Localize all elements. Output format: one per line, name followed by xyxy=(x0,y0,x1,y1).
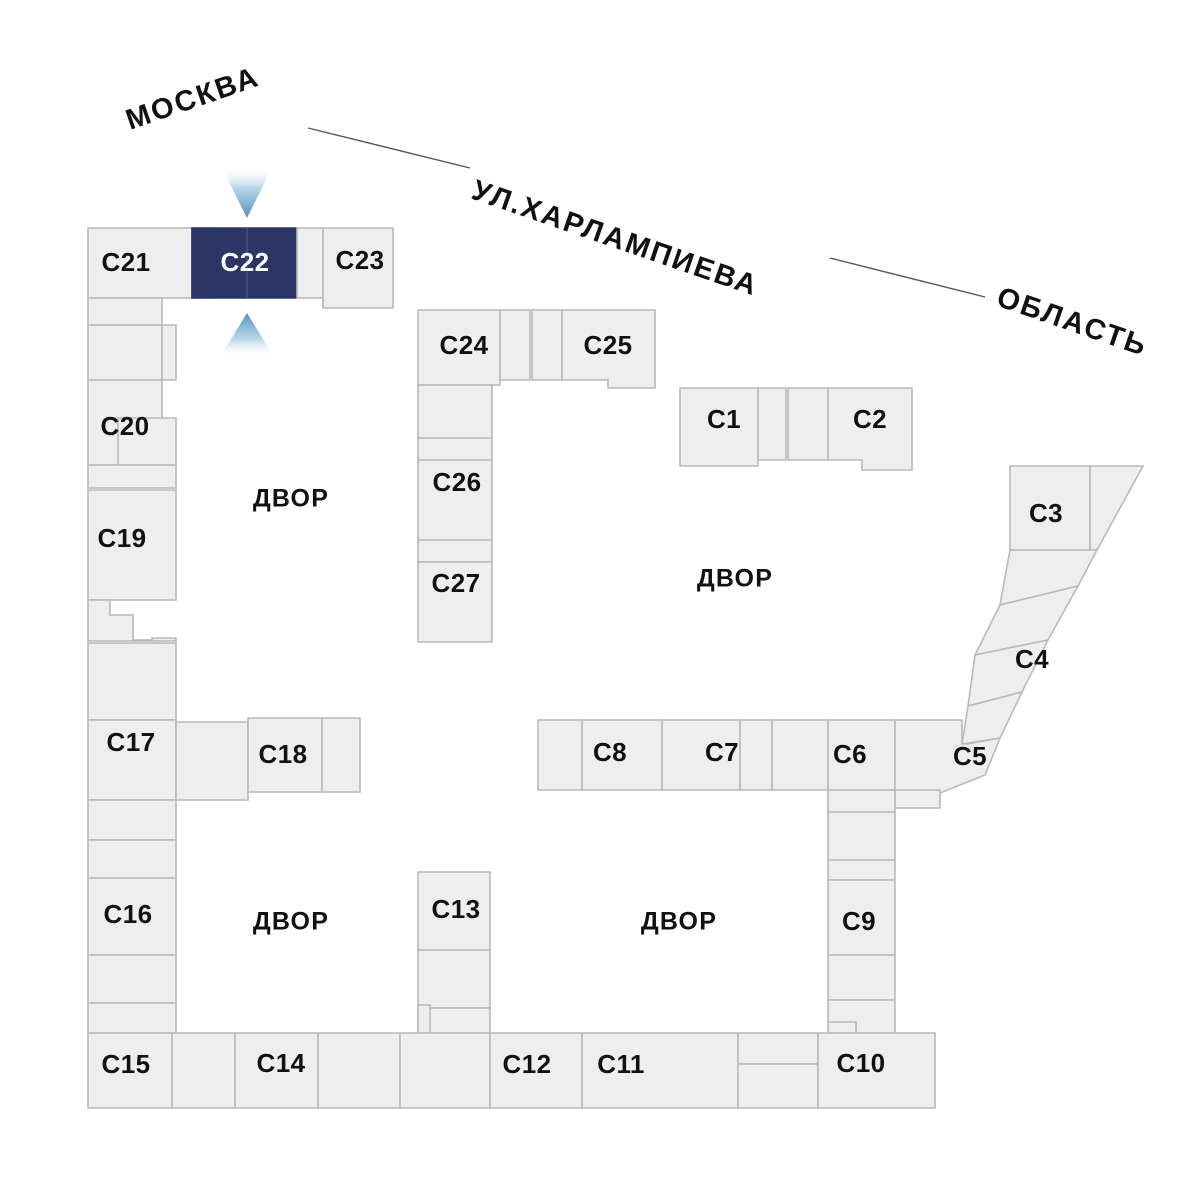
label-C2: C2 xyxy=(853,404,887,434)
label-C6: C6 xyxy=(833,739,867,769)
label-C22: C22 xyxy=(221,247,270,277)
yard-label-northwest: ДВОР xyxy=(253,485,329,513)
building-C2[interactable] xyxy=(827,387,913,471)
building-C26-north[interactable] xyxy=(417,384,493,439)
building-C8-west-wing[interactable] xyxy=(537,719,583,791)
building-C9-north-a[interactable] xyxy=(827,789,896,813)
label-C11: C11 xyxy=(597,1049,644,1079)
building-C7-east-wing[interactable] xyxy=(739,719,773,791)
label-C19: C19 xyxy=(98,523,147,553)
building-C20-north-b[interactable] xyxy=(87,324,163,381)
label-C17: C17 xyxy=(107,727,156,757)
label-C10: C10 xyxy=(837,1048,886,1078)
building-C27[interactable] xyxy=(417,561,493,643)
label-C8: C8 xyxy=(593,737,627,767)
label-C5: C5 xyxy=(953,741,987,771)
building-C16-south-a[interactable] xyxy=(87,954,177,1004)
building-C24[interactable] xyxy=(417,309,501,386)
building-C1[interactable] xyxy=(679,387,759,467)
building-C16-south-b[interactable] xyxy=(87,1002,177,1034)
label-C7: C7 xyxy=(705,737,739,767)
building-C19-step[interactable] xyxy=(87,599,177,642)
leader-line-moskva xyxy=(307,127,471,169)
building-C13-south[interactable] xyxy=(417,949,491,1009)
building-C27-north-strip[interactable] xyxy=(417,539,493,563)
label-C25: C25 xyxy=(584,330,633,360)
building-C20-south-strip[interactable] xyxy=(87,464,177,489)
building-C14-east-wing[interactable] xyxy=(317,1032,401,1109)
building-C11-east-wing-a[interactable] xyxy=(737,1032,819,1065)
building-C10[interactable] xyxy=(817,1032,936,1109)
building-C20-north-wing[interactable] xyxy=(161,324,177,381)
label-C26: C26 xyxy=(433,467,482,497)
building-C2-west-wing[interactable] xyxy=(787,387,829,461)
building-C13-foot-notch[interactable] xyxy=(417,1004,431,1034)
building-C19[interactable] xyxy=(87,489,177,601)
building-C26-north-strip[interactable] xyxy=(417,437,493,461)
label-C13: C13 xyxy=(432,894,481,924)
label-C24: C24 xyxy=(440,330,489,360)
building-C24-east-wing[interactable] xyxy=(499,309,531,381)
building-C5-south-notch[interactable] xyxy=(894,789,941,809)
building-C11-east-wing-b[interactable] xyxy=(737,1063,819,1109)
building-C9-north-strip[interactable] xyxy=(827,859,896,881)
label-C3: C3 xyxy=(1029,498,1063,528)
building-C9-north-b[interactable] xyxy=(827,811,896,861)
building-C12-west[interactable] xyxy=(399,1032,491,1109)
building-C23[interactable] xyxy=(322,227,394,309)
label-C4: C4 xyxy=(1015,644,1049,674)
label-C14: C14 xyxy=(257,1048,306,1078)
label-C16: C16 xyxy=(104,899,153,929)
yard-label-southeast: ДВОР xyxy=(641,908,717,936)
label-C18: C18 xyxy=(259,739,308,769)
building-C16-north-a[interactable] xyxy=(87,799,177,841)
building-C20-north-a[interactable] xyxy=(87,297,163,326)
leader-line-oblast xyxy=(829,257,986,298)
yard-label-northeast: ДВОР xyxy=(697,565,773,593)
building-C1-east-wing[interactable] xyxy=(757,387,787,461)
label-C1: C1 xyxy=(707,404,741,434)
triangle-up-icon xyxy=(220,313,274,357)
building-C9-south-a[interactable] xyxy=(827,954,896,1001)
building-C22-east-wing[interactable] xyxy=(296,227,324,299)
yard-label-southwest: ДВОР xyxy=(253,908,329,936)
triangle-down-icon xyxy=(222,168,272,218)
label-C15: C15 xyxy=(102,1049,151,1079)
building-C9-south-notch[interactable] xyxy=(827,1021,857,1034)
label-C9: C9 xyxy=(842,906,876,936)
building-C17-north[interactable] xyxy=(87,642,177,721)
label-C20: C20 xyxy=(101,411,150,441)
building-C16-north-b[interactable] xyxy=(87,839,177,879)
building-C17-east-a[interactable] xyxy=(175,721,249,801)
building-C15-east-wing[interactable] xyxy=(171,1032,236,1109)
label-C23: C23 xyxy=(336,245,385,275)
building-C18[interactable] xyxy=(321,717,361,793)
label-C21: C21 xyxy=(102,247,151,277)
building-C25[interactable] xyxy=(561,309,656,389)
building-C25-west-wing[interactable] xyxy=(531,309,563,381)
label-C27: C27 xyxy=(432,568,481,598)
label-C12: C12 xyxy=(503,1049,552,1079)
